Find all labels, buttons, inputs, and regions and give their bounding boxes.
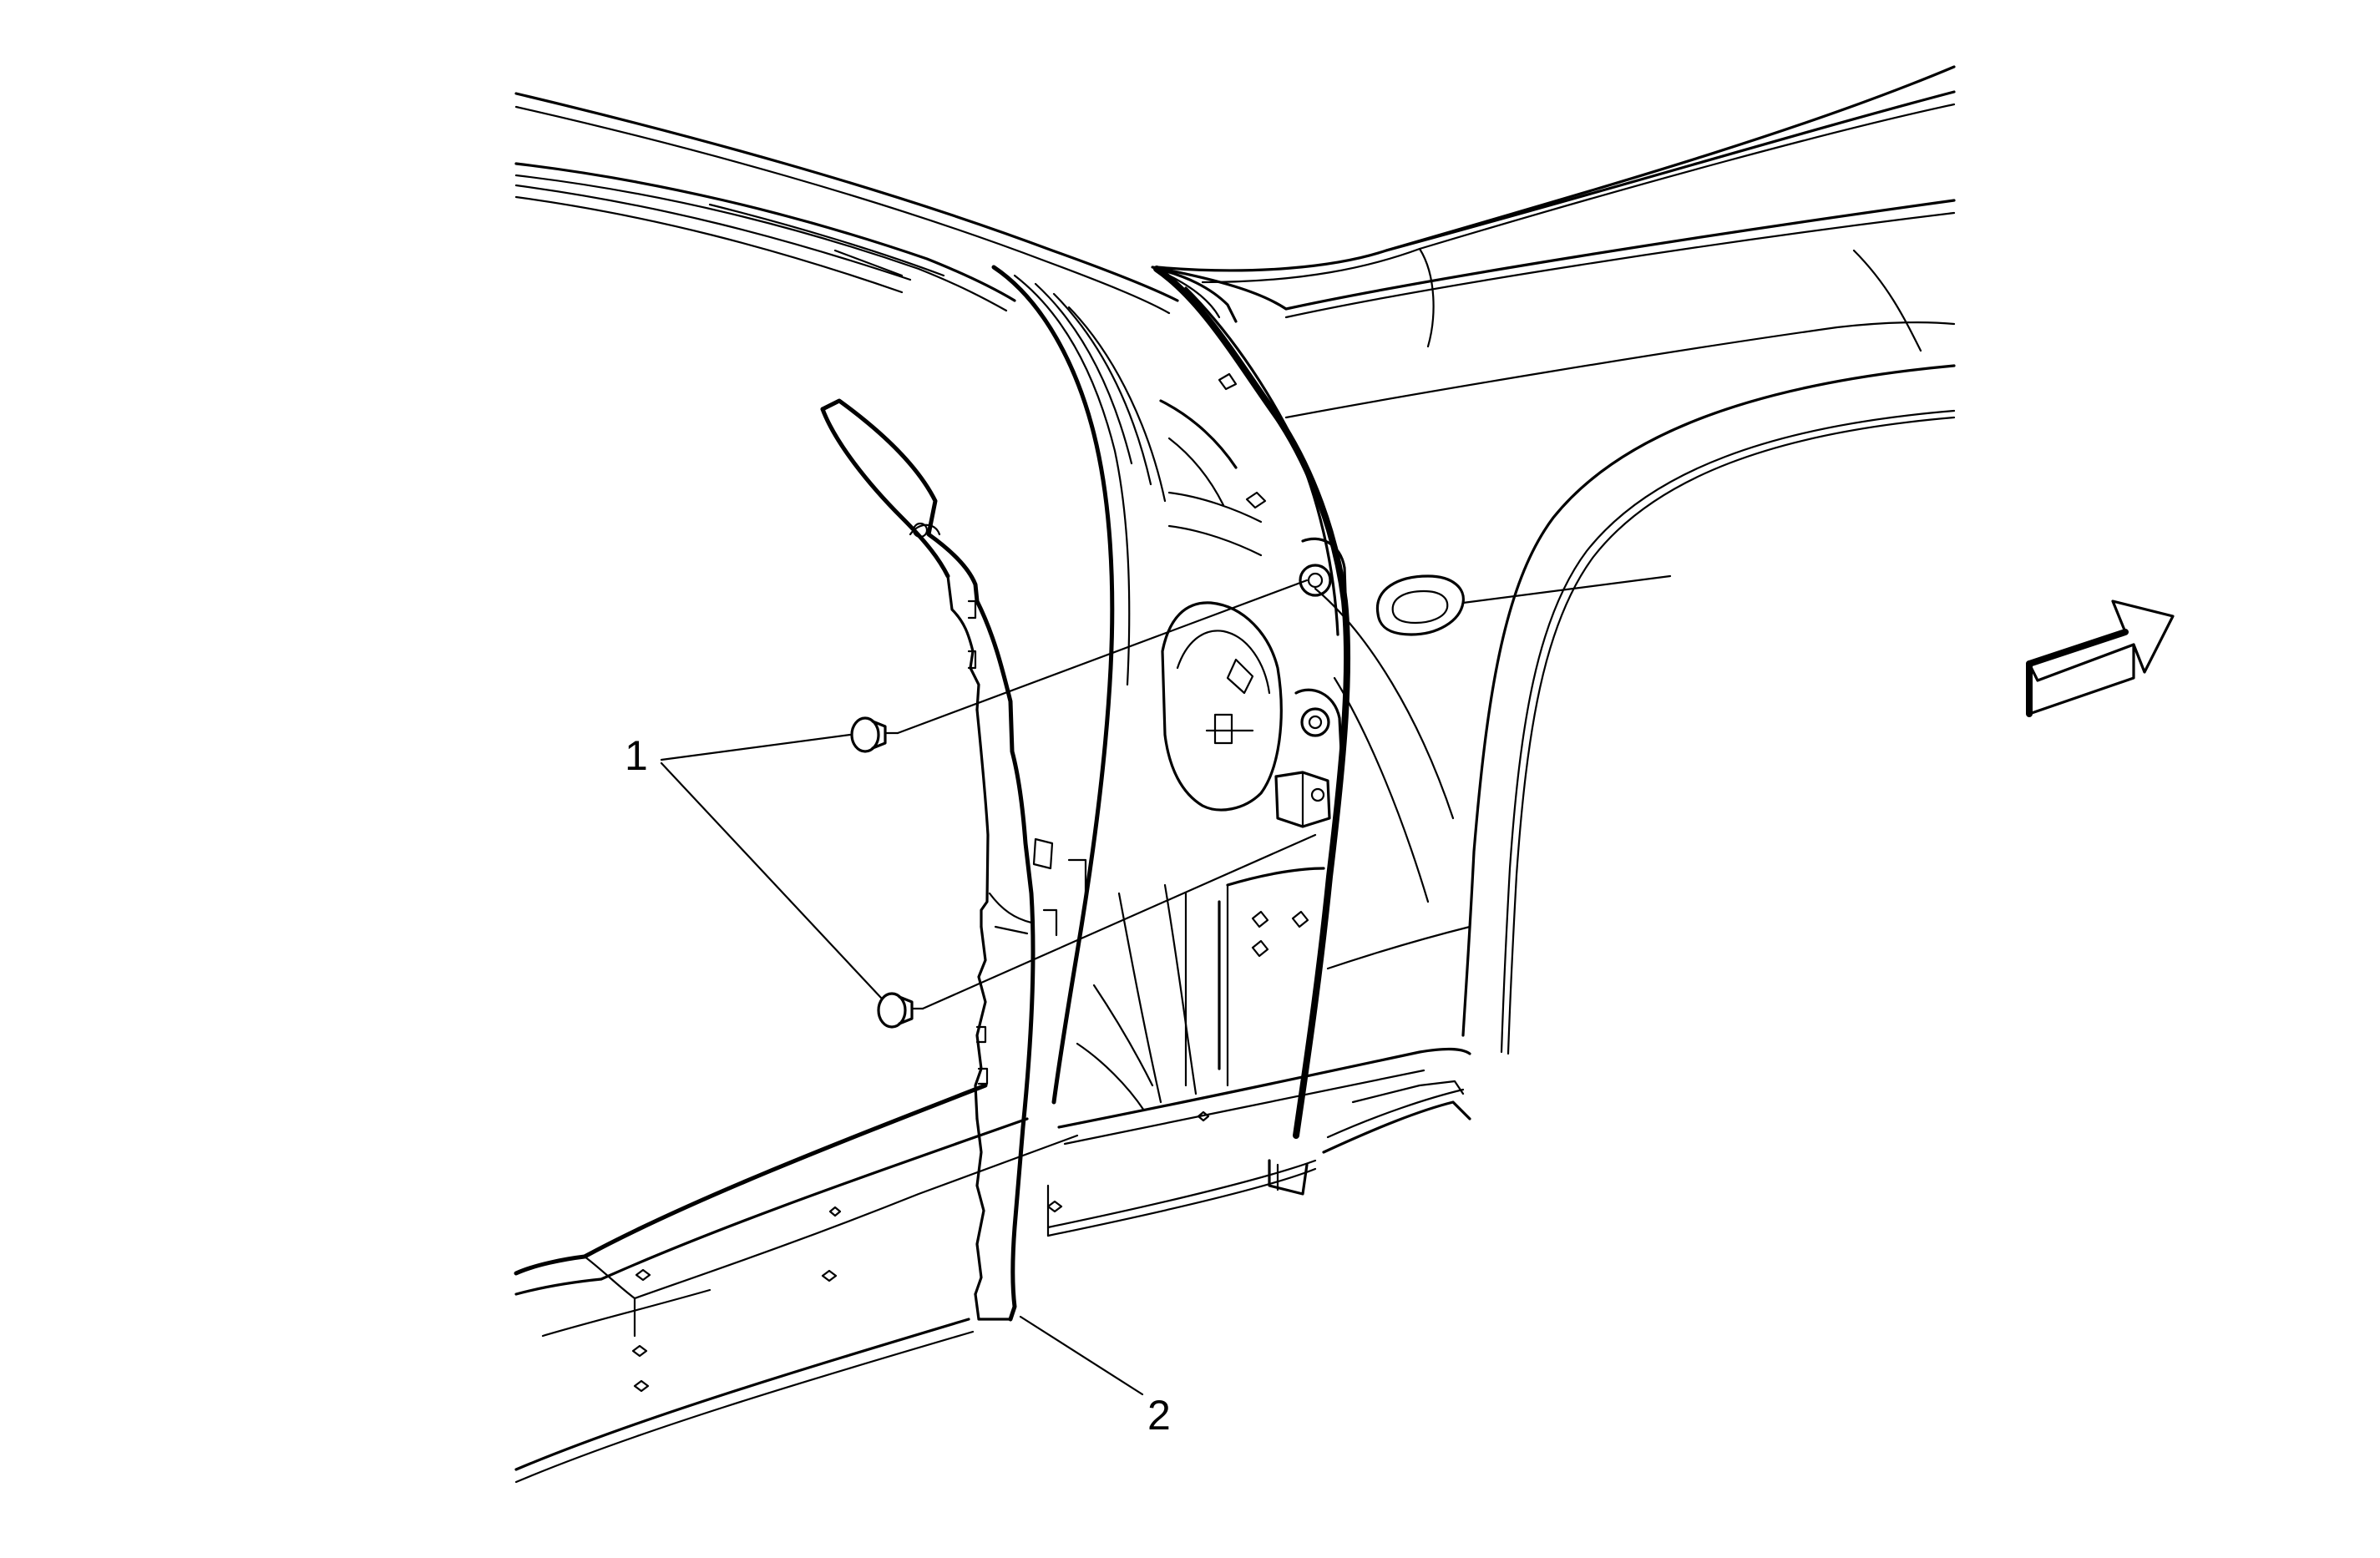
arrow-right-icon <box>2026 599 2175 717</box>
roof-rail <box>514 92 1179 315</box>
callout-1-label: 1 <box>625 732 648 779</box>
hood-fender <box>1151 65 1956 1154</box>
callout-2-label: 2 <box>1147 1392 1171 1439</box>
hinge-pillar <box>991 265 1351 1139</box>
rocker-sill <box>514 1047 1471 1484</box>
side-marker-lamp <box>1375 574 1672 636</box>
fastener-lower <box>877 833 1317 1029</box>
callout-leaders <box>660 733 1144 1396</box>
pillar-trim-panel <box>820 398 1087 1322</box>
fastener-upper <box>850 579 1309 753</box>
